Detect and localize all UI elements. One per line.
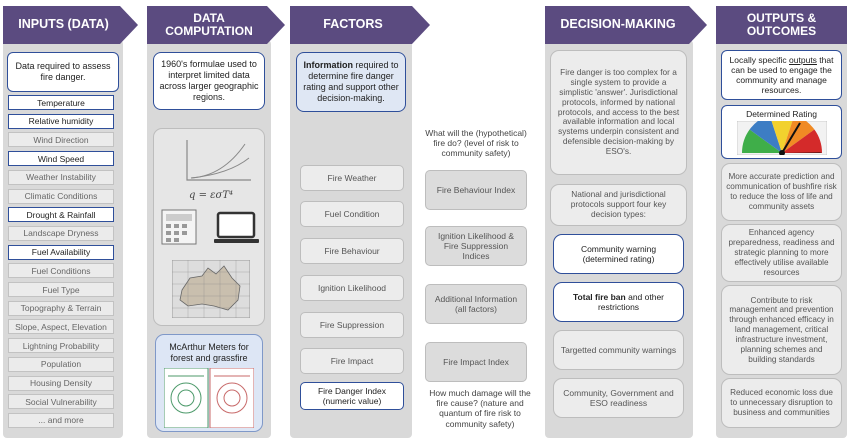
determined-rating-label: Determined Rating (746, 109, 817, 119)
factor-item: Fuel Condition (300, 201, 404, 227)
graph-icon (186, 140, 251, 181)
mcarthur-meters-label: McArthur Meters for forest and grassfire (169, 342, 249, 363)
input-item: ... and more (8, 412, 114, 428)
input-item: Social Vulnerability (8, 394, 114, 410)
outcome-box: Reduced economic loss due to unnecessary… (721, 378, 842, 428)
outputs-title-line1: OUTPUTS & (746, 11, 817, 26)
input-item: Wind Speed (8, 151, 114, 167)
outcome-box: Enhanced agency preparedness, readiness … (721, 224, 842, 282)
outputs-intro-pre: Locally specific (729, 54, 790, 65)
computation-title-line2: COMPUTATION (165, 24, 253, 38)
index-box: Fire Behaviour Index (425, 170, 527, 210)
input-item: Fuel Conditions (8, 263, 114, 279)
input-item: Lightning Probability (8, 338, 114, 354)
question-bottom: How much damage will the fire cause? (na… (429, 388, 531, 429)
factors-title: FACTORS (323, 17, 383, 32)
outcome-box: More accurate prediction and communicati… (721, 163, 842, 221)
decision-title: DECISION-MAKING (560, 17, 676, 32)
decision-type-text: and other restrictions (597, 291, 665, 312)
inputs-header: INPUTS (DATA) (3, 6, 138, 44)
index-box: Fire Impact Index (425, 342, 527, 382)
factors-intro-rest: required to determine fire danger rating… (303, 60, 399, 103)
mcarthur-meter-images (164, 368, 254, 428)
header-arrow-shape (3, 6, 138, 44)
input-item: Fuel Availability (8, 244, 114, 260)
input-item: Temperature (8, 95, 114, 110)
input-item: Wind Direction (8, 132, 114, 148)
decision-type-box: Total fire ban and other restrictions (553, 282, 684, 322)
input-item: Landscape Dryness (8, 225, 114, 241)
outputs-title-line2: OUTCOMES (746, 24, 817, 38)
formula-text: q = εσT⁴ (188, 190, 233, 201)
input-item: Housing Density (8, 375, 114, 391)
input-item: Fuel Type (8, 282, 114, 297)
factors-header: FACTORS (290, 6, 430, 44)
outputs-intro: Locally specific outputs that can be use… (721, 50, 842, 100)
decision-intro: Fire danger is too complex for a single … (550, 50, 687, 175)
decision-type-box: Community, Government and ESO readiness (553, 378, 684, 418)
factor-item: Fire Impact (300, 348, 404, 374)
outputs-intro-underline: outputs (789, 54, 817, 65)
calculator-icon (161, 209, 197, 245)
fire-danger-rating-dial-icon (737, 121, 827, 155)
computation-title-line1: DATA (193, 11, 225, 26)
decision-protocols: National and jurisdictional protocols su… (550, 184, 687, 226)
decision-type-text: Community warning (determined rating) (580, 243, 657, 264)
question-top: What will the (hypothetical) fire do? (l… (425, 128, 527, 159)
decision-header: DECISION-MAKING (545, 6, 707, 44)
input-item: Drought & Rainfall (8, 207, 114, 223)
decision-type-box: Community warning (determined rating) (553, 234, 684, 274)
input-item: Relative humidity (8, 113, 114, 129)
computation-intro: 1960's formulae used to interpret limite… (153, 52, 265, 110)
inputs-title: INPUTS (DATA) (18, 17, 109, 32)
input-item: Slope, Aspect, Elevation (8, 319, 114, 335)
decision-type-box: Targetted community warnings (553, 330, 684, 370)
input-item: Population (8, 356, 114, 372)
factor-item: Fire Weather (300, 165, 404, 191)
laptop-icon (214, 211, 259, 243)
header-arrow-shape (290, 6, 430, 44)
australia-map-icon (172, 260, 250, 318)
header-arrow-shape (545, 6, 707, 44)
outputs-intro-post: that can be used to engage the community… (731, 54, 834, 96)
fire-danger-index-box: Fire Danger Index (numeric value) (300, 382, 404, 410)
input-item: Topography & Terrain (8, 300, 114, 316)
input-item: Climatic Conditions (8, 188, 114, 204)
input-item: Weather Instability (8, 169, 114, 185)
decision-type-bold: Total fire ban (572, 291, 626, 302)
inputs-intro: Data required to assess fire danger. (7, 52, 119, 92)
decision-type-text: Community, Government and ESO readiness (563, 387, 674, 408)
header-arrow-shape (147, 6, 285, 44)
outputs-header: OUTPUTS &OUTCOMES (716, 6, 847, 44)
index-box: Additional Information (all factors) (425, 284, 527, 324)
outcome-box: Contribute to risk management and preven… (721, 285, 842, 375)
factor-item: Fire Suppression (300, 312, 404, 338)
factors-intro: Information required to determine fire d… (296, 52, 406, 112)
factor-item: Ignition Likelihood (300, 275, 404, 301)
factors-intro-bold: Information (303, 60, 353, 71)
factor-item: Fire Behaviour (300, 238, 404, 264)
index-box: Ignition Likelihood & Fire Suppression I… (425, 226, 527, 266)
decision-type-text: Targetted community warnings (560, 344, 677, 355)
